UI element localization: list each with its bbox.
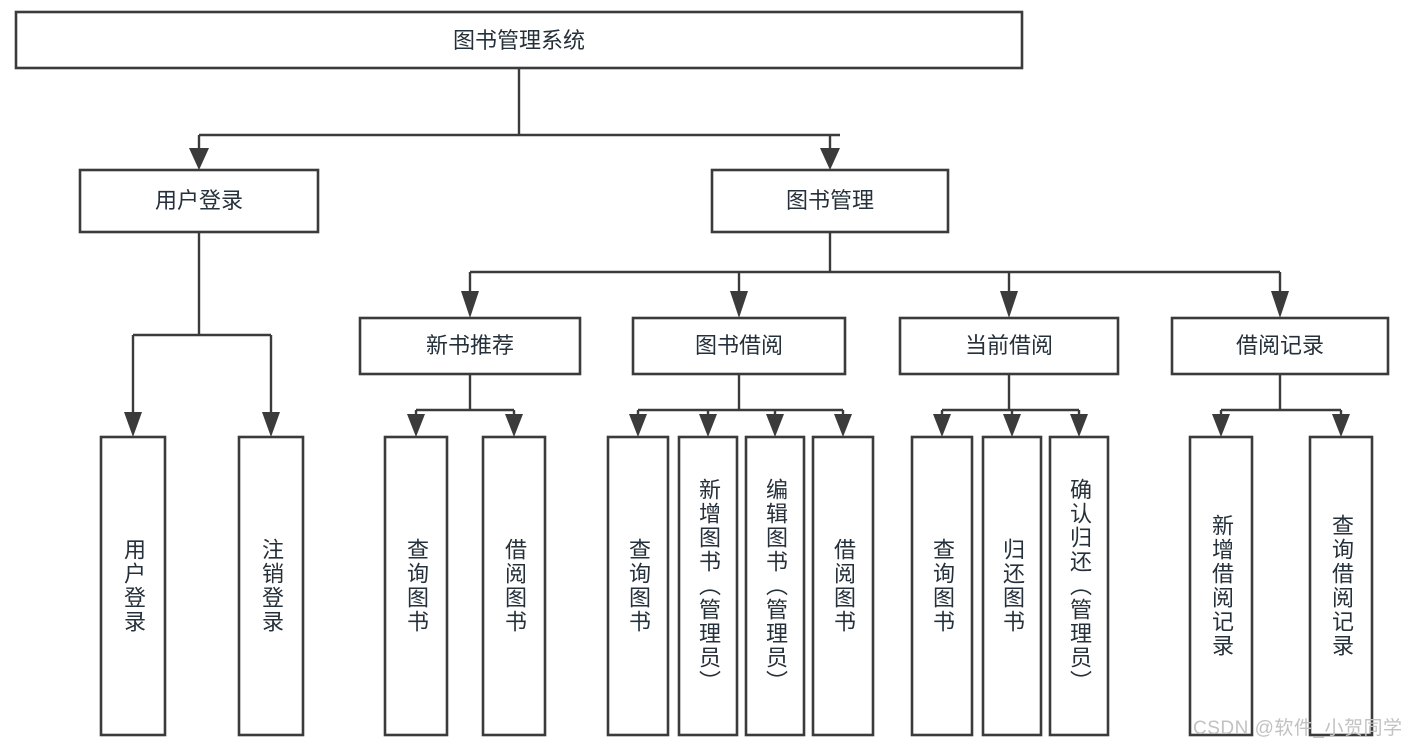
leaf-label: 查询图书	[404, 538, 429, 634]
leaf-query-books-recommend[interactable]: 查询图书	[385, 437, 447, 735]
node-root-label: 图书管理系统	[453, 28, 585, 53]
leaf-label: 查询图书	[930, 538, 955, 634]
leaf-boxes	[99, 435, 1374, 737]
leaf-return-books[interactable]: 归还图书	[983, 437, 1041, 735]
node-borrow-record-label: 借阅记录	[1236, 333, 1324, 358]
leaf-label: 借阅图书	[502, 538, 527, 634]
leaf-box	[1188, 435, 1254, 737]
leaf-box	[910, 435, 974, 737]
leaf-box	[811, 435, 875, 737]
leaf-query-borrow-record[interactable]: 查询借阅记录	[1310, 437, 1372, 735]
leaf-box	[481, 435, 547, 737]
leaf-label: 编辑图书（管理员）	[763, 478, 788, 694]
csdn-watermark: CSDN @软件_小贺同学	[1193, 718, 1403, 739]
leaf-label: 借阅图书	[831, 538, 856, 634]
node-user-login[interactable]: 用户登录	[78, 168, 320, 234]
leaf-box	[1048, 435, 1110, 737]
leaf-label: 新增借阅记录	[1209, 514, 1234, 658]
leaf-add-borrow-record[interactable]: 新增借阅记录	[1190, 437, 1252, 735]
leaf-edit-book-admin[interactable]: 编辑图书（管理员）	[746, 437, 804, 735]
node-book-management[interactable]: 图书管理	[710, 168, 950, 234]
leaf-label: 注销登录	[259, 538, 284, 634]
leaf-box	[744, 435, 806, 737]
leaf-label: 新增图书（管理员）	[696, 478, 721, 694]
leaf-confirm-return-admin[interactable]: 确认归还（管理员）	[1050, 437, 1108, 735]
leaf-query-books-current[interactable]: 查询图书	[912, 437, 972, 735]
leaf-logout[interactable]: 注销登录	[239, 437, 303, 735]
leaf-box	[237, 435, 305, 737]
leaf-box	[606, 435, 670, 737]
node-user-login-label: 用户登录	[155, 188, 243, 213]
node-book-management-label: 图书管理	[786, 188, 874, 213]
connector-user-login-to-leaves	[124, 232, 280, 437]
node-new-book-recommend[interactable]: 新书推荐	[358, 316, 582, 376]
connector-book-management-to-level2	[461, 232, 1289, 318]
leaf-box	[677, 435, 739, 737]
node-new-book-recommend-label: 新书推荐	[426, 333, 514, 358]
connector-borrow-record-to-leaves	[1212, 374, 1350, 437]
node-book-borrow-label: 图书借阅	[695, 333, 783, 358]
connector-book-borrow-to-leaves	[629, 374, 852, 437]
node-current-borrow[interactable]: 当前借阅	[898, 316, 1120, 376]
leaf-box	[1308, 435, 1374, 737]
leaf-borrow-books-recommend[interactable]: 借阅图书	[483, 437, 545, 735]
leaf-label: 确认归还（管理员）	[1067, 478, 1092, 694]
connector-new-book-recommend-to-leaves	[407, 374, 523, 437]
node-borrow-record[interactable]: 借阅记录	[1170, 316, 1390, 376]
leaf-query-books-borrow[interactable]: 查询图书	[608, 437, 668, 735]
node-root[interactable]: 图书管理系统	[14, 10, 1024, 70]
leaf-borrow-books[interactable]: 借阅图书	[813, 437, 873, 735]
leaf-label: 用户登录	[121, 538, 146, 634]
leaf-box	[981, 435, 1043, 737]
node-current-borrow-label: 当前借阅	[965, 333, 1053, 358]
leaf-add-book-admin[interactable]: 新增图书（管理员）	[679, 437, 737, 735]
leaf-label: 查询图书	[626, 538, 651, 634]
leaf-box	[383, 435, 449, 737]
leaf-label: 查询借阅记录	[1329, 514, 1354, 658]
node-book-borrow[interactable]: 图书借阅	[631, 316, 847, 376]
leaf-box	[99, 435, 167, 737]
connector-current-borrow-to-leaves	[933, 374, 1088, 437]
connector-root-to-level1	[189, 68, 840, 170]
leaf-label: 归还图书	[1000, 538, 1025, 634]
leaf-user-login[interactable]: 用户登录	[101, 437, 165, 735]
